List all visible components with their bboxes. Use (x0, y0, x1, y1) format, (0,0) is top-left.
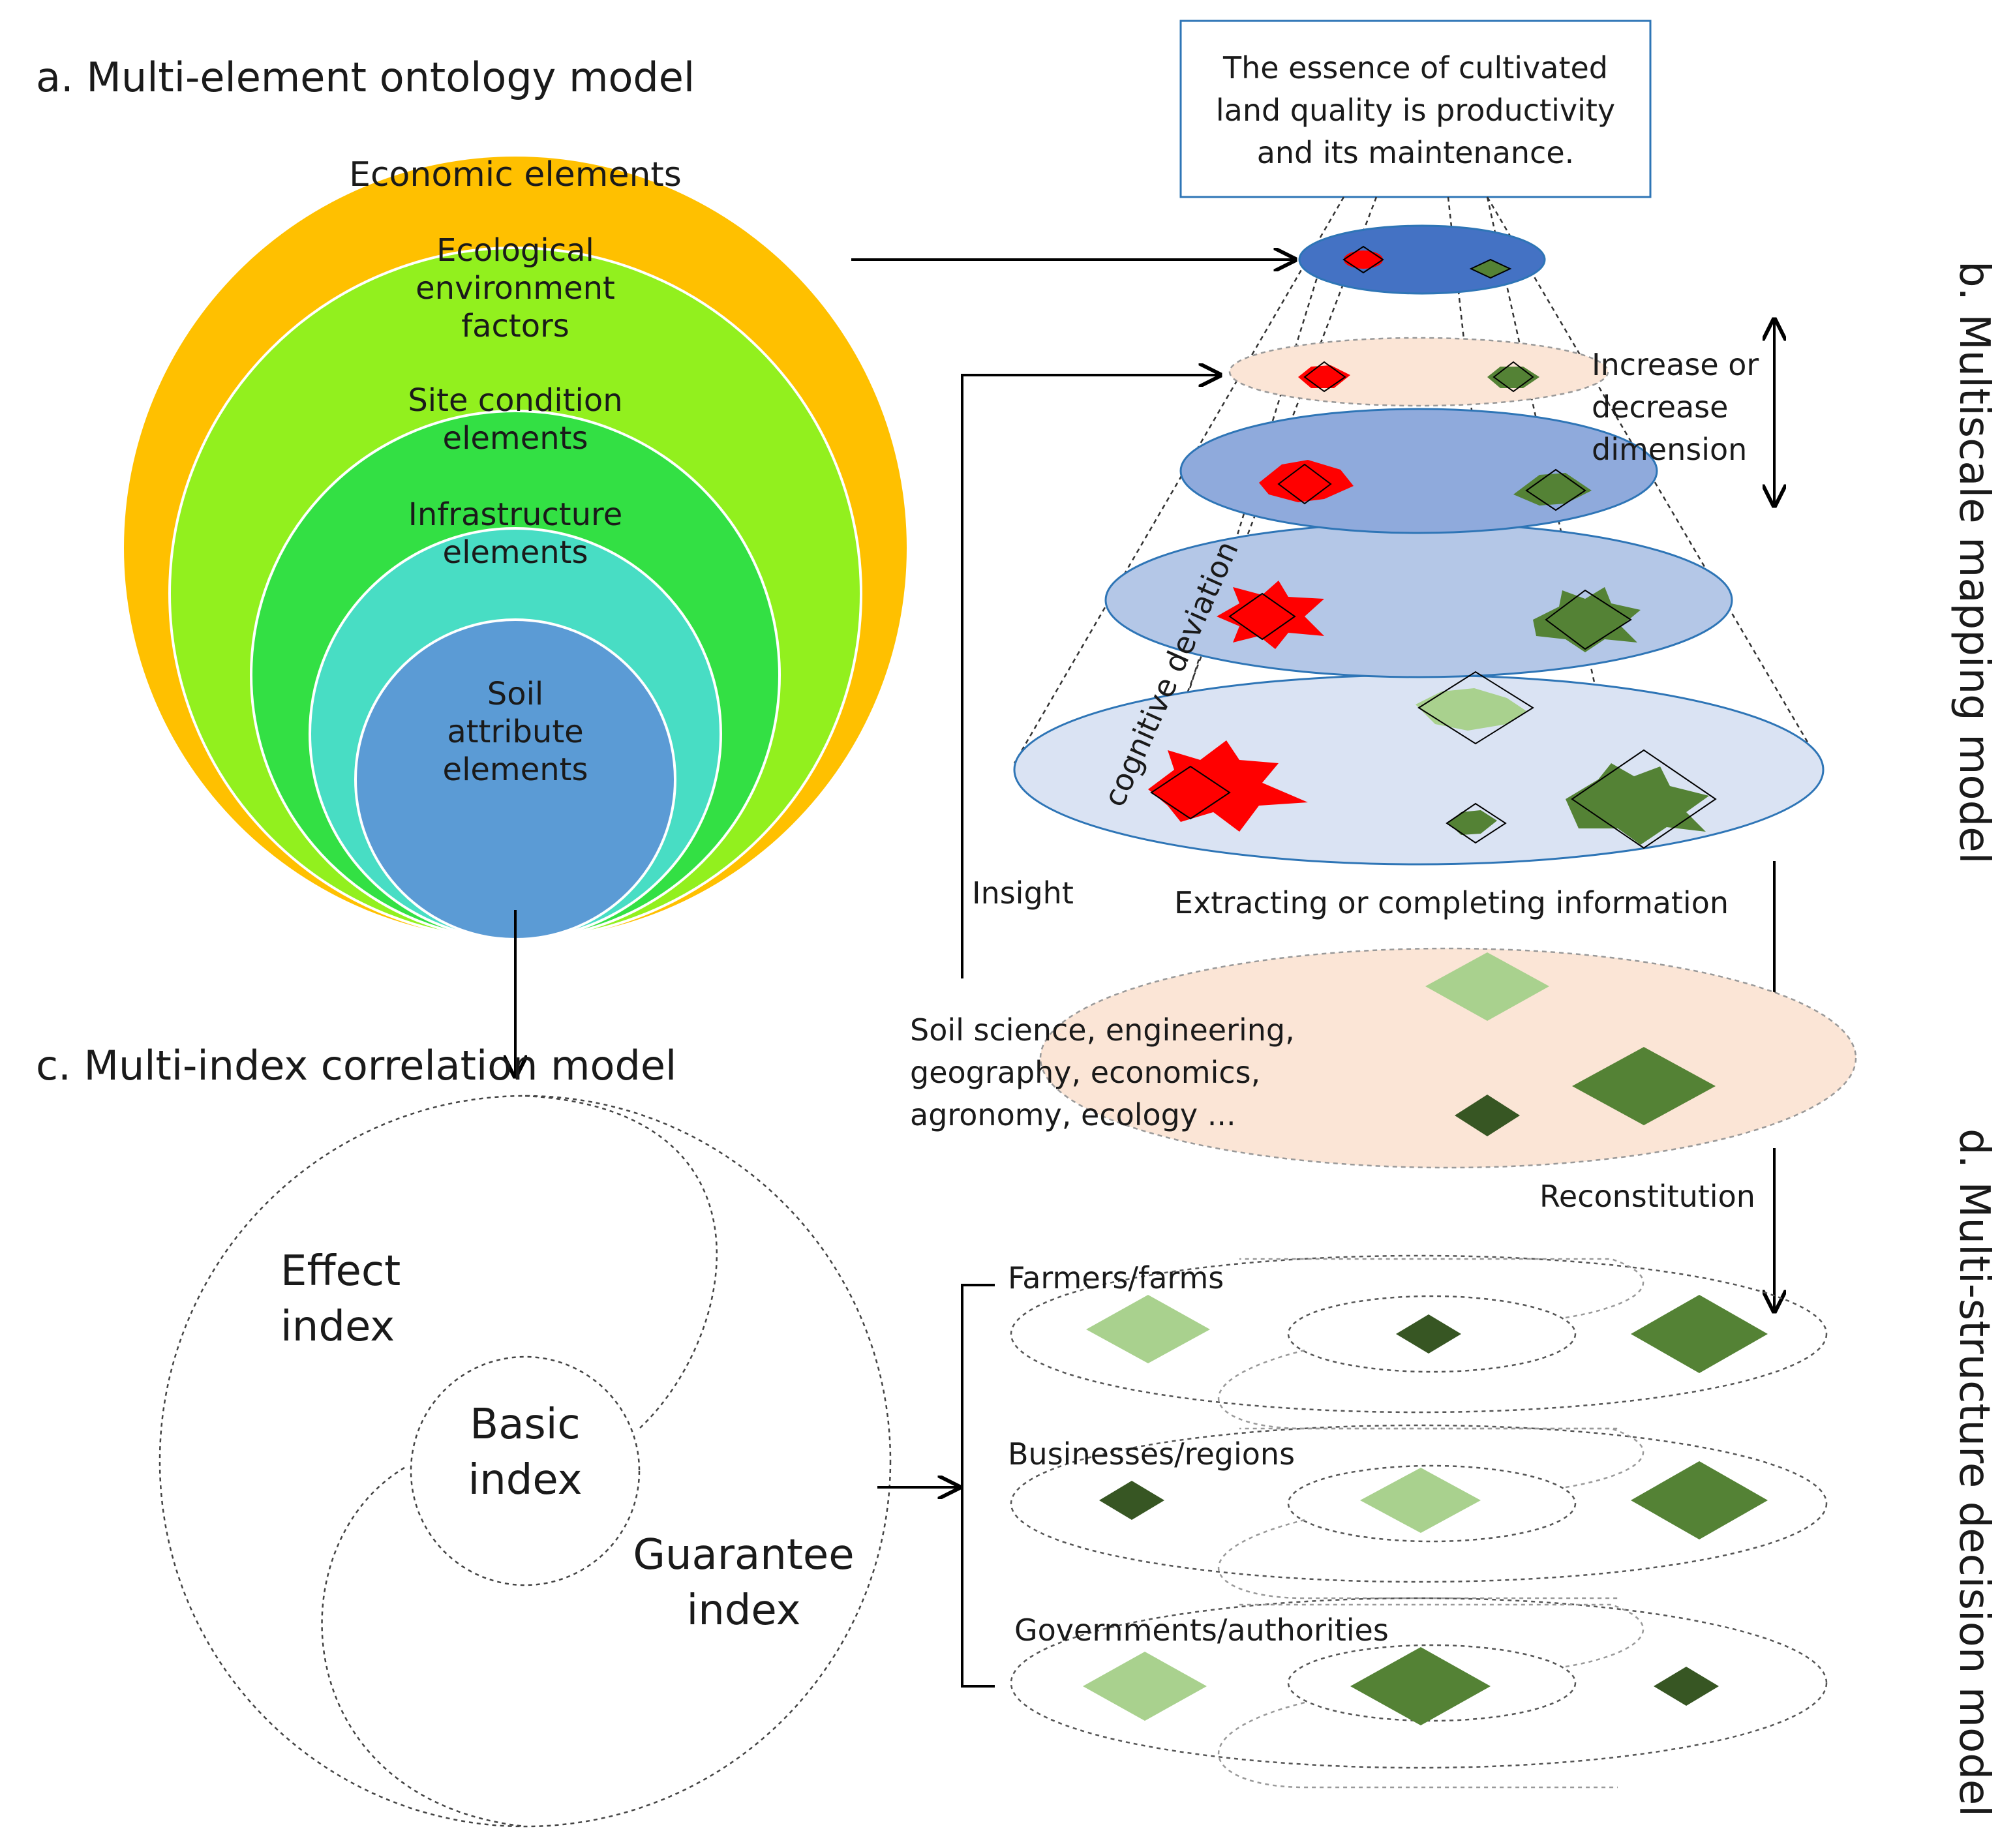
extracting-label: Extracting or completing information (1174, 885, 1729, 920)
label-soil: Soil attribute elements (443, 676, 588, 788)
decision-label-farmers: Farmers/farms (1008, 1260, 1224, 1295)
svg-text:factors: factors (461, 308, 569, 344)
map-layer-2 (1179, 408, 1658, 534)
label-economic: Economic elements (349, 155, 682, 194)
decision-label-businesses: Businesses/regions (1008, 1436, 1295, 1472)
insight-label: Insight (972, 875, 1074, 911)
svg-text:Site condition: Site condition (408, 382, 622, 419)
information-features (1425, 952, 1716, 1136)
section-a-title: a. Multi-element ontology model (36, 53, 695, 101)
disciplines-text: Soil science, engineering, geography, ec… (910, 1012, 1295, 1132)
svg-text:geography, economics,: geography, economics, (910, 1055, 1260, 1090)
svg-text:Increase or: Increase or (1592, 347, 1759, 382)
map-layer-1 (1228, 337, 1609, 407)
dimension-label: Increase or decrease dimension (1592, 347, 1759, 467)
svg-text:Effect: Effect (280, 1247, 401, 1295)
section-b-title: b. Multiscale mapping model (1950, 261, 1998, 864)
ontology-rings (124, 157, 907, 941)
svg-text:agronomy, ecology ...: agronomy, ecology ... (910, 1097, 1236, 1132)
svg-text:Soil: Soil (487, 676, 544, 712)
svg-text:dimension: dimension (1592, 432, 1747, 467)
svg-text:Guarantee: Guarantee (633, 1531, 854, 1579)
svg-text:decrease: decrease (1592, 389, 1728, 425)
reconstitution-label: Reconstitution (1539, 1179, 1755, 1214)
basic-index-label: Basic index (468, 1401, 582, 1504)
svg-text:elements: elements (443, 751, 588, 788)
svg-text:Basic: Basic (470, 1401, 580, 1449)
section-c-title: c. Multi-index correlation model (36, 1042, 676, 1089)
svg-text:index: index (280, 1303, 395, 1351)
basic-index-circle (410, 1356, 641, 1586)
effect-index-label: Effect index (280, 1247, 401, 1351)
effect-arc (524, 1095, 718, 1429)
svg-text:elements: elements (443, 534, 588, 571)
decision-bracket (961, 1284, 995, 1688)
section-d-title: d. Multi-structure decision model (1950, 1128, 1998, 1817)
decision-label-governments: Governments/authorities (1014, 1613, 1389, 1648)
svg-text:attribute: attribute (447, 714, 583, 750)
svg-text:land quality is productivity: land quality is productivity (1216, 93, 1615, 128)
decision-level-businesses (1010, 1424, 1828, 1599)
insight-arrow (961, 375, 1220, 978)
essence-text: The essence of cultivated land quality i… (1216, 50, 1615, 170)
svg-text:index: index (468, 1456, 582, 1504)
map-features (1148, 245, 1717, 849)
svg-text:elements: elements (443, 420, 588, 457)
svg-text:index: index (686, 1586, 800, 1635)
essence-box (1179, 20, 1652, 198)
label-ecological: Ecological environment factors (416, 232, 615, 344)
svg-text:The essence of cultivated: The essence of cultivated (1222, 50, 1608, 85)
svg-text:and its maintenance.: and its maintenance. (1257, 135, 1575, 170)
decision-level-governments (1010, 1597, 1828, 1789)
guarantee-index-label: Guarantee index (633, 1531, 854, 1635)
svg-text:Infrastructure: Infrastructure (408, 496, 622, 533)
svg-text:Ecological: Ecological (436, 232, 594, 269)
map-layer-top (1298, 224, 1546, 295)
svg-text:environment: environment (416, 270, 615, 307)
svg-text:Soil science, engineering,: Soil science, engineering, (910, 1012, 1295, 1048)
guarantee-arc (321, 1466, 526, 1828)
decision-level-farmers (1010, 1254, 1828, 1430)
label-site-condition: Site condition elements (408, 382, 622, 457)
correlation-outer-circle (159, 1095, 892, 1828)
label-infrastructure: Infrastructure elements (408, 496, 622, 571)
